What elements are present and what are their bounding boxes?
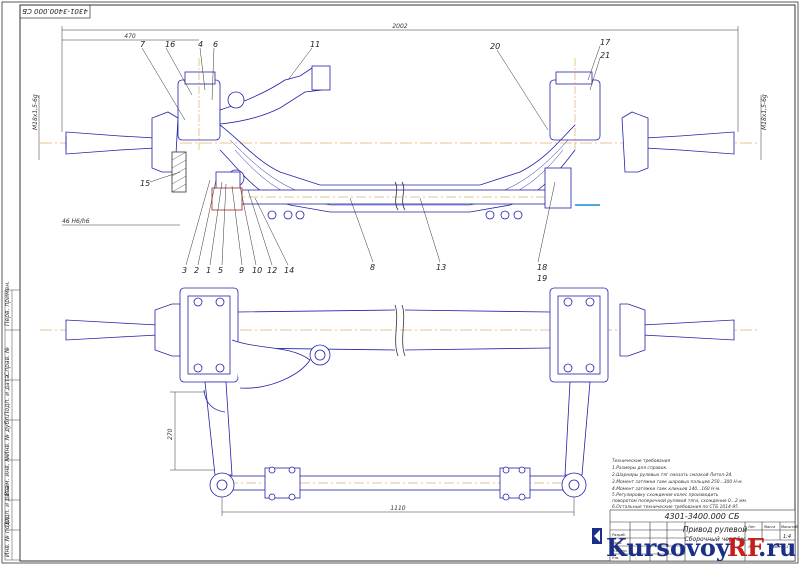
stamp-approved: Утв. (612, 556, 619, 560)
watermark-part1: Kursovoy (606, 533, 731, 562)
svg-text:6.Остальные технические требов: 6.Остальные технические требования по СТ… (612, 504, 738, 510)
svg-text:Инв. № дубл.: Инв. № дубл. (4, 415, 11, 456)
svg-text:Подп. и дата: Подп. и дата (4, 486, 11, 527)
inner-frame (19, 4, 796, 562)
dim-470: 470 (124, 33, 136, 40)
svg-text:5.Регулировку схождения колес: 5.Регулировку схождения колес производит… (612, 492, 719, 498)
svg-text:Инв. № подл.: Инв. № подл. (4, 516, 11, 557)
callout-13: 13 (436, 263, 446, 272)
stamp-ncontrol: Н.контр. (612, 549, 628, 553)
svg-text:2.Шарниры рулевых тяг смазать: 2.Шарниры рулевых тяг смазать смазкой Ли… (612, 472, 733, 478)
svg-text:поворотом поперечной рулевой т: поворотом поперечной рулевой тяги, схожд… (612, 498, 747, 504)
svg-text:4.Момент затяжки гаек клиньев: 4.Момент затяжки гаек клиньев 140...160 … (612, 486, 721, 492)
svg-text:Технические требования: Технические требования (612, 458, 670, 464)
stamp-scale-head: Масштаб (781, 525, 798, 529)
callout-8: 8 (370, 263, 375, 272)
stamp-sheet: Лист 1 (747, 545, 760, 549)
dim-46: 46 Н6/h6 (62, 218, 90, 225)
callout-18: 18 (537, 263, 547, 272)
top-code-box: 4301-3400.000 СБ (19, 4, 91, 19)
dim-2002: 2002 (392, 23, 407, 30)
plan-dimensions (170, 391, 575, 516)
callout-9: 9 (239, 266, 244, 275)
kursovoyrf-watermark: Kursovoy RF .ru (592, 528, 796, 562)
title-block (609, 509, 796, 562)
axle-beam-upper (219, 124, 576, 186)
front-dimensions (38, 26, 762, 226)
top-code-text: 4301-3400.000 СБ (22, 7, 88, 15)
svg-text:1.Размеры для справок.: 1.Размеры для справок. (612, 465, 668, 471)
callout-21: 21 (600, 51, 610, 60)
left-spindle (65, 131, 156, 155)
stamp-lit: Лит. (747, 525, 756, 529)
front-view (40, 58, 760, 220)
callout-3: 3 (182, 266, 187, 275)
dim-1110: 1110 (390, 505, 405, 512)
watermark-part2: RF (727, 533, 764, 562)
callout-12: 12 (267, 266, 277, 275)
callout-14: 14 (284, 266, 294, 275)
stamp-mass: Масса (764, 525, 775, 529)
side-stamp (4, 289, 21, 561)
plan-pitman-arm (231, 339, 311, 389)
title-code: 4301-3400.000 СБ (664, 512, 740, 521)
side-stamp-labels: Перв. примен. Справ. № Подп. и дата Инв.… (4, 281, 11, 557)
stamp-checked: Пров. (612, 541, 622, 545)
title-name-line1: Привод рулевой (683, 525, 747, 534)
callout-16: 16 (165, 40, 175, 49)
plan-view (40, 287, 760, 501)
watermark-part3: .ru (758, 533, 796, 562)
callout-1: 1 (206, 266, 211, 275)
callout-17: 17 (600, 38, 611, 47)
svg-text:Взам. инв. №: Взам. инв. № (4, 455, 11, 496)
technical-notes: Технические требования 1.Размеры для спр… (612, 458, 747, 510)
callout-5: 5 (218, 266, 223, 275)
svg-text:Перв. примен.: Перв. примен. (4, 281, 11, 326)
callout-15: 15 (140, 179, 150, 188)
callout-4: 4 (198, 40, 203, 49)
dim-thread-right: M18x1,5-6g (761, 94, 768, 130)
svg-text:3.Момент затяжки гаек шаровых: 3.Момент затяжки гаек шаровых пальцев 25… (612, 479, 743, 485)
callout-6: 6 (213, 40, 218, 49)
svg-text:Справ. №: Справ. № (4, 347, 11, 376)
callout-20: 20 (490, 42, 500, 51)
callout-leaders-top (141, 45, 601, 266)
title-name-line2: Сборочный чертёж (685, 536, 746, 543)
stamp-scale: 1:4 (783, 534, 791, 540)
right-spindle (644, 131, 735, 155)
dim-270: 270 (167, 428, 174, 440)
callout-2: 2 (194, 266, 199, 275)
dim-thread-left: M18x1,5-6g (32, 94, 39, 130)
callout-11: 11 (310, 40, 320, 49)
stamp-sheets: Листов 1 (771, 545, 788, 549)
stamp-developed: Разраб. (612, 533, 626, 537)
callout-7: 7 (140, 40, 146, 49)
svg-text:Подп. и дата: Подп. и дата (4, 375, 11, 416)
callout-10: 10 (252, 266, 262, 275)
callout-19: 19 (537, 274, 547, 283)
